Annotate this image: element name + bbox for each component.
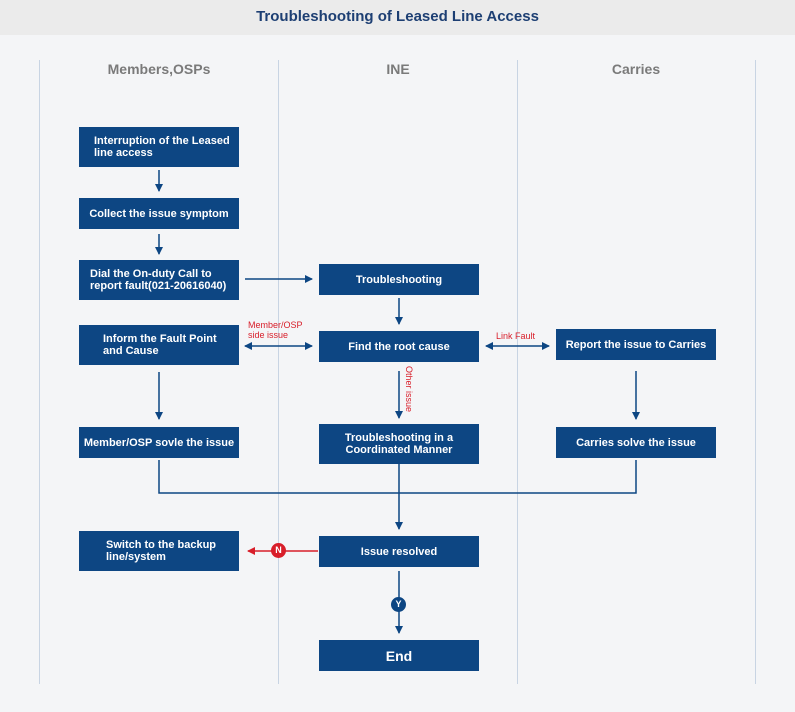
node-issue-resolved: Issue resolved [319, 536, 479, 567]
badge-yes: Y [391, 597, 406, 612]
badge-no: N [271, 543, 286, 558]
node-dial-on-duty: Dial the On-duty Call to report fault(02… [79, 260, 239, 300]
diagram-title: Troubleshooting of Leased Line Access [256, 8, 539, 25]
node-end: End [319, 640, 479, 671]
node-carries-solve: Carries solve the issue [556, 427, 716, 458]
node-troubleshooting: Troubleshooting [319, 264, 479, 295]
lane-separators [39, 60, 756, 684]
node-inform-fault: Inform the Fault Point and Cause [79, 325, 239, 365]
node-find-root-cause: Find the root cause [319, 331, 479, 362]
node-coordinated: Troubleshooting in a Coordinated Manner [319, 424, 479, 464]
node-interruption: Interruption of the Leased line access [79, 127, 239, 167]
node-collect-symptom: Collect the issue symptom [79, 198, 239, 229]
node-switch-backup: Switch to the backup line/system [79, 531, 239, 571]
label-other-issue: Other issue [404, 366, 414, 413]
merge-line [158, 460, 637, 494]
lane-header-ine: INE [386, 61, 410, 77]
node-member-solve: Member/OSP sovle the issue [79, 427, 239, 458]
node-report-carries: Report the issue to Carries [556, 329, 716, 360]
lane-header-members: Members,OSPs [107, 61, 211, 77]
lane-header-carries: Carries [611, 61, 661, 77]
title-bar: Troubleshooting of Leased Line Access [0, 0, 795, 35]
label-member-osp-side: Member/OSP side issue [248, 320, 303, 340]
label-link-fault: Link Fault [496, 331, 536, 341]
